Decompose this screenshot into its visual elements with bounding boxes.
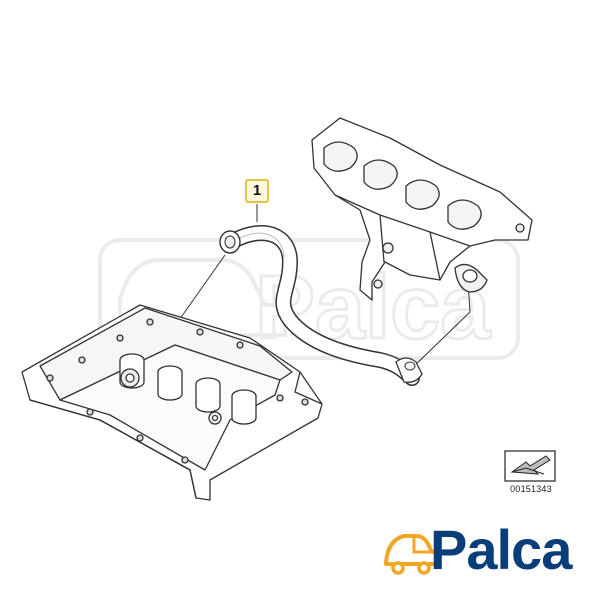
car-outline-icon — [384, 534, 438, 575]
valve-cover — [21, 304, 323, 501]
intake-manifold — [311, 117, 533, 301]
brand-logo-text: Palca — [430, 518, 572, 581]
arrow-box-icon — [504, 450, 556, 482]
ventilation-hose — [219, 225, 423, 386]
part-callout-1: 1 — [245, 179, 269, 203]
diagram-reference-number: 00151343 — [510, 484, 552, 494]
